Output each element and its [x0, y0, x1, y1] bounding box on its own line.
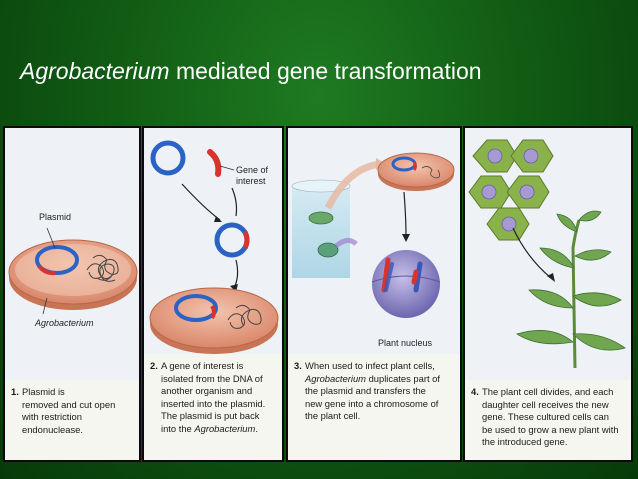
- step-4-illustration: [468, 139, 626, 369]
- chromosome-2: [413, 261, 423, 293]
- arrow-to-recombinant: [181, 183, 221, 221]
- panel-step-2: Gene of interest 2.A gene of interest is…: [142, 126, 284, 462]
- plant-stem: [571, 219, 581, 369]
- arrow-to-cell: [233, 259, 239, 289]
- step-1-illustration: [8, 227, 138, 315]
- step-2-caption: 2.A gene of interest is isolated from th…: [144, 354, 282, 460]
- plant-nucleus: [372, 250, 440, 318]
- plasmid-label: Plasmid: [39, 212, 72, 222]
- plasmid-ring: [35, 245, 79, 275]
- slide-title: Agrobacterium mediated gene transformati…: [20, 58, 482, 85]
- gene-label-1: Gene of: [236, 165, 269, 175]
- step-4-caption: 4.The plant cell divides, and each daugh…: [465, 380, 631, 460]
- title-rest: mediated gene transformation: [169, 58, 482, 84]
- gene-label-2: interest: [236, 176, 266, 186]
- bacterium-cell: [377, 152, 455, 188]
- gene-fragment: [207, 149, 222, 177]
- panel-step-3: Plant nucleus 3.When used to infect plan…: [286, 126, 462, 462]
- agrobacterium-label: Agrobacterium: [35, 318, 94, 328]
- bacterial-chromosome: [227, 304, 262, 329]
- panel-step-1: Plasmid Agrobacterium 1.Plasmid is remov…: [3, 126, 141, 462]
- plant-cell: [317, 242, 339, 258]
- step-3-caption: 3.When used to infect plant cells, Agrob…: [288, 354, 460, 460]
- step-1-caption: 1.Plasmid is removed and cut open with r…: [5, 380, 139, 460]
- arrow-to-nucleus: [403, 191, 407, 237]
- bacterial-chromosome: [86, 254, 119, 282]
- recombinant-plasmid: [214, 222, 250, 258]
- plant-nucleus-label: Plant nucleus: [378, 338, 433, 348]
- culture-beaker: [292, 186, 350, 278]
- step-2-illustration: [149, 140, 279, 354]
- plasmid-red-segment: [37, 264, 56, 276]
- transfer-arrow: [324, 160, 381, 210]
- open-plasmid: [150, 140, 186, 176]
- step-3-illustration: [291, 152, 455, 318]
- plant-leaves: [516, 210, 626, 351]
- plasmid-pointer: [46, 227, 56, 249]
- chromosome-1: [381, 257, 391, 293]
- agrobacterium-cell: [308, 211, 334, 225]
- agrobacterium-pointer: [42, 297, 48, 315]
- title-italic: Agrobacterium: [20, 58, 170, 84]
- arrow-to-plant: [512, 227, 552, 279]
- panel-step-4: 4.The plant cell divides, and each daugh…: [463, 126, 633, 462]
